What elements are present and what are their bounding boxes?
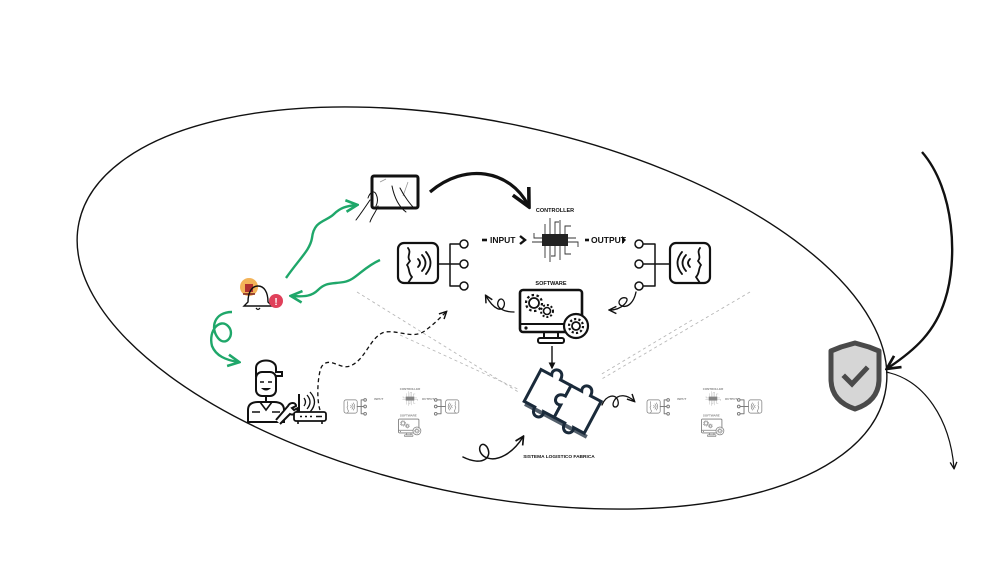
hub-label: SISTEMA LOGISTICO FABRICA (523, 454, 595, 460)
outgoing-arrow-from-shield (885, 371, 954, 468)
speaker-actuator-icon (668, 241, 712, 285)
loop-arrow-output-to-software (610, 291, 637, 310)
software-label: SOFTWARE (535, 281, 566, 287)
dashed-arrow-router-to-module (317, 312, 446, 411)
flow-arrow-hub-to-mini (601, 396, 634, 408)
green-arrow-sensor-to-alarm (292, 258, 381, 296)
alarm-bell-icon: ! (240, 278, 283, 311)
green-loop-arrow-alarm-to-technician (210, 310, 238, 362)
system-boundary-ellipse (76, 106, 888, 510)
guide-lines (356, 291, 751, 394)
mini-controller-label: CONTROLLER (703, 387, 724, 391)
controller-label: CONTROLLER (536, 208, 574, 214)
mini-input-label: INPUT (374, 397, 383, 401)
loop-arrow-software-to-input (486, 296, 515, 313)
technician-icon (247, 359, 300, 425)
svg-text:!: ! (274, 297, 277, 308)
tablet-hands-icon (355, 174, 420, 223)
mini-control-module-right: INPUT CONTROLLER OUTPUT SOFTWARE (646, 387, 763, 437)
input-label: INPUT (490, 235, 516, 245)
puzzle-icon (522, 367, 604, 439)
shield-check-icon (828, 340, 882, 412)
flow-arrow-mini-to-hub (462, 437, 523, 462)
flow-arrow-tablet-to-controller (428, 171, 528, 205)
monitor-gears-icon (518, 288, 590, 345)
mini-control-module-left: INPUT CONTROLLER OUTPUT SOFTWARE (343, 387, 460, 437)
green-arrow-alarm-to-tablet (285, 205, 356, 279)
mini-controller-label: CONTROLLER (400, 387, 421, 391)
output-label: OUTPUT (591, 235, 627, 245)
main-control-module: INPUT CONTROLLER OUTPUT SOFTWARE (396, 208, 712, 370)
mini-input-label: INPUT (677, 397, 686, 401)
microchip-icon (531, 217, 579, 263)
wifi-router-icon (293, 391, 327, 424)
voice-sensor-icon (396, 241, 440, 285)
mini-software-label: SOFTWARE (400, 413, 417, 417)
mini-software-label: SOFTWARE (703, 413, 720, 417)
mini-output-label: OUTPUT (725, 397, 737, 401)
input-connector (437, 239, 469, 291)
output-connector (634, 239, 670, 291)
mini-output-label: OUTPUT (422, 397, 434, 401)
incoming-arrow-to-shield (888, 151, 954, 368)
